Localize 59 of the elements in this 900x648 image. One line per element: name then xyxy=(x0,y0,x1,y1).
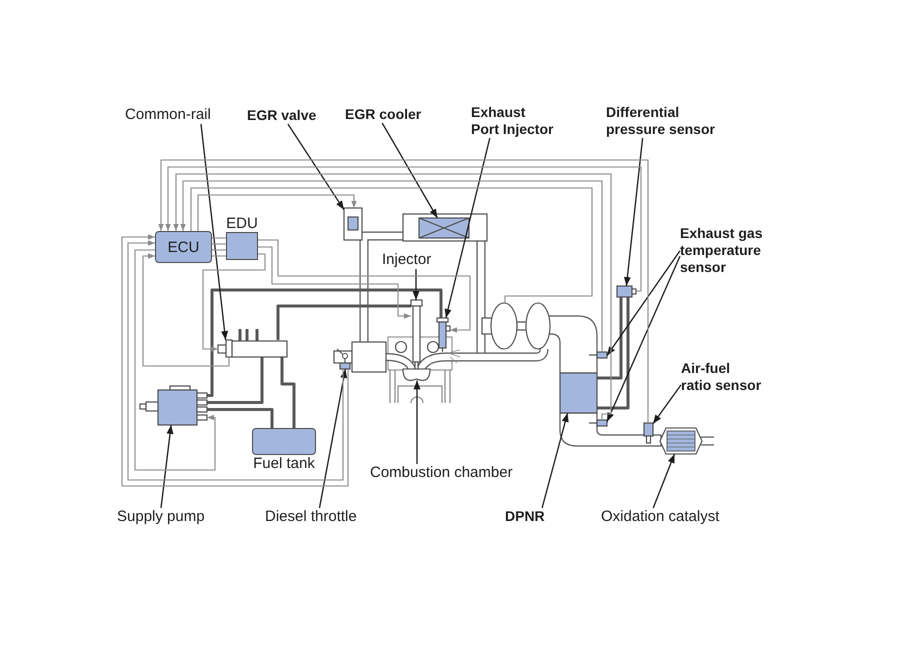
signal-wire xyxy=(211,237,227,257)
leader-line xyxy=(382,122,438,218)
fuel-pipe xyxy=(207,408,274,428)
egr-valve xyxy=(343,207,363,241)
part-label: Differential pressure sensor xyxy=(606,104,720,138)
part-label: EGR valve xyxy=(247,107,316,124)
leader-line xyxy=(624,138,644,286)
signal-wire xyxy=(258,246,411,319)
leader-line xyxy=(541,412,569,508)
leader-line xyxy=(412,269,420,300)
signal-wire xyxy=(173,173,612,420)
part-label: Supply pump xyxy=(117,508,205,526)
part-label: Fuel tank xyxy=(252,455,316,472)
part-label: EGR cooler xyxy=(345,106,422,123)
signal-wire xyxy=(190,187,593,303)
part-label: Injector xyxy=(382,251,432,269)
part-label: Exhaust gas temperature sensor xyxy=(680,225,770,276)
leader-line xyxy=(652,454,676,508)
leader-line xyxy=(287,124,345,210)
signal-wire xyxy=(197,194,357,231)
temperature-sensor xyxy=(589,419,608,427)
leader-line xyxy=(200,124,228,340)
throttle-valve xyxy=(336,348,351,370)
signal-wire xyxy=(202,253,266,352)
catalytic-converter xyxy=(659,427,703,455)
pressure-hose xyxy=(597,297,622,380)
leader-line xyxy=(652,384,682,424)
leader-line xyxy=(606,250,681,356)
pressure-sensor xyxy=(616,285,637,298)
leader-line xyxy=(414,380,420,464)
part-label: Common-rail xyxy=(125,106,211,124)
egr-cooler xyxy=(418,217,470,239)
leader-line xyxy=(160,424,174,508)
signal-wire xyxy=(258,239,471,333)
signal-wire xyxy=(142,253,230,367)
part-label: Air-fuel ratio sensor xyxy=(681,360,763,394)
signal-wire xyxy=(158,159,649,423)
supply-pump xyxy=(139,385,208,426)
fuel-rail xyxy=(217,339,288,358)
part-label: Oxidation catalyst xyxy=(601,508,720,526)
signal-wire xyxy=(165,166,642,292)
leader-line xyxy=(318,368,348,508)
part-label: Combustion chamber xyxy=(370,464,513,482)
unit-label: EDU xyxy=(226,215,258,232)
fuel-pipe xyxy=(280,357,296,428)
fuel-pipe xyxy=(276,304,411,340)
fuel-pipe xyxy=(207,357,264,404)
particulate-filter xyxy=(559,372,598,414)
fuel-pipe xyxy=(207,288,442,397)
signal-wire xyxy=(134,249,216,471)
leader-line xyxy=(444,138,490,318)
part-label: Exhaust Port Injector xyxy=(471,104,556,138)
leader-line xyxy=(606,256,681,422)
pressure-hose xyxy=(597,297,630,410)
control-unit: ECU xyxy=(155,231,212,263)
part-label: Diesel throttle xyxy=(265,508,357,526)
air-fuel-sensor xyxy=(643,422,654,444)
signal-wire xyxy=(180,180,603,352)
part-label: DPNR xyxy=(505,508,545,525)
